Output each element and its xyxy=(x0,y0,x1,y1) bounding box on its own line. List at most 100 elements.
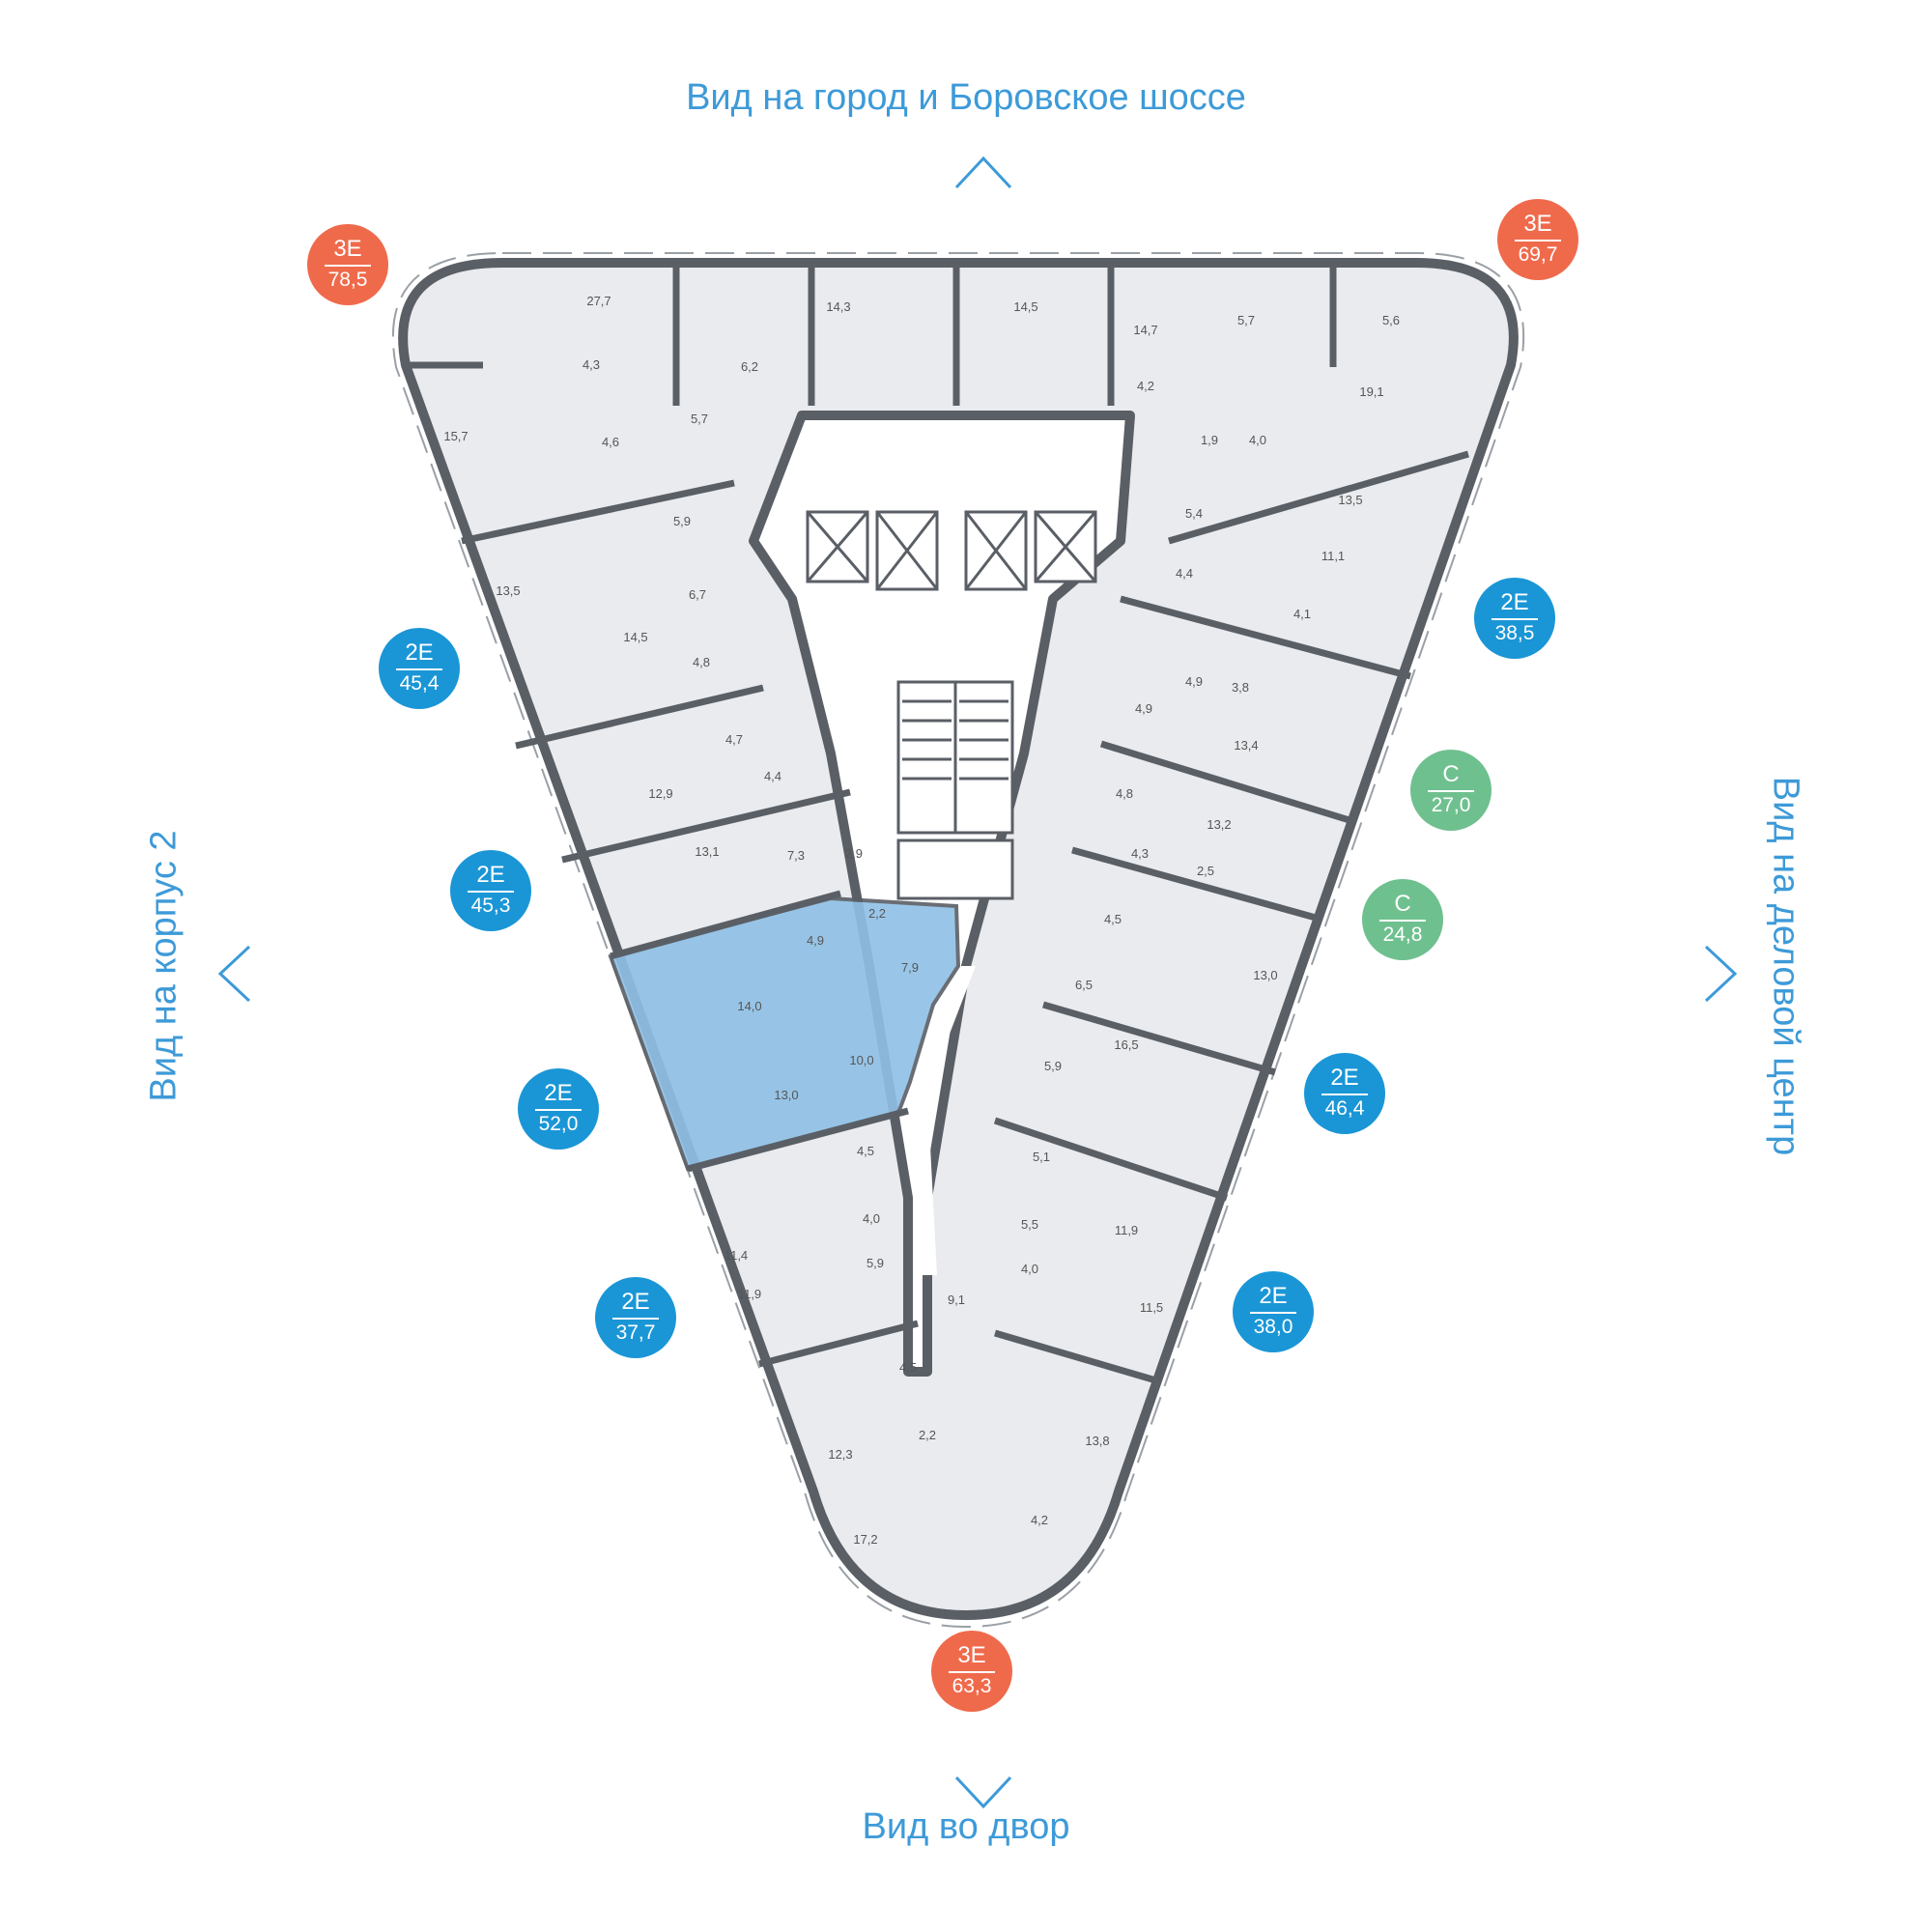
badge-divider xyxy=(468,891,514,893)
apartment-area: 52,0 xyxy=(538,1113,579,1135)
room-area: 4,4 xyxy=(1176,566,1193,581)
apartment-type: 2Е xyxy=(544,1080,573,1106)
apartment-badge[interactable]: 2Е 45,3 xyxy=(450,850,531,931)
apartment-area: 69,7 xyxy=(1518,243,1558,266)
room-area: 15,7 xyxy=(443,429,468,443)
badge-divider xyxy=(535,1109,582,1111)
room-area: 6,2 xyxy=(741,359,758,374)
chevron-down-icon[interactable] xyxy=(952,1774,1014,1812)
room-area: 5,9 xyxy=(867,1256,884,1270)
view-label-top: Вид на город и Боровское шоссе xyxy=(686,77,1246,118)
room-area: 2,2 xyxy=(919,1428,936,1442)
apartment-type: 2Е xyxy=(1259,1283,1288,1309)
room-area: 27,7 xyxy=(586,294,611,308)
room-area: 4,9 xyxy=(807,933,824,948)
room-area: 9,1 xyxy=(948,1293,965,1307)
room-area: 4,6 xyxy=(602,435,619,449)
room-area: 2,9 xyxy=(845,846,863,861)
room-area: 13,0 xyxy=(774,1088,798,1102)
apartment-type: 3Е xyxy=(333,236,362,262)
room-area: 4,5 xyxy=(1104,912,1122,926)
room-area: 6,5 xyxy=(1075,978,1093,992)
badge-divider xyxy=(325,265,371,267)
apartment-badge[interactable]: 3Е 78,5 xyxy=(307,224,388,305)
badge-divider xyxy=(612,1318,659,1320)
badge-divider xyxy=(1321,1094,1368,1095)
apartment-badge[interactable]: 2Е 38,0 xyxy=(1233,1271,1314,1352)
view-label-bottom: Вид во двор xyxy=(862,1806,1070,1847)
room-area: 12,9 xyxy=(648,786,672,801)
apartment-type: 2Е xyxy=(1500,589,1529,615)
apartment-badge[interactable]: 2Е 37,7 xyxy=(595,1277,676,1358)
apartment-type: С xyxy=(1394,891,1411,917)
room-area: 4,7 xyxy=(725,732,743,747)
room-area: 13,0 xyxy=(1253,968,1277,982)
apartment-badge[interactable]: С 24,8 xyxy=(1362,879,1443,960)
room-area: 4,5 xyxy=(857,1144,874,1158)
chevron-up-icon[interactable] xyxy=(952,153,1014,191)
apartment-area: 78,5 xyxy=(327,269,368,291)
room-area: 11,1 xyxy=(1321,549,1345,563)
window-strip xyxy=(391,252,1525,1629)
room-area: 4,5 xyxy=(899,1360,917,1375)
apartment-area: 45,4 xyxy=(399,672,440,695)
room-area: 7,3 xyxy=(787,848,805,863)
room-area: 13,5 xyxy=(1338,493,1362,507)
apartment-area: 63,3 xyxy=(952,1675,992,1697)
chevron-left-icon[interactable] xyxy=(214,943,253,1005)
room-area: 12,3 xyxy=(828,1447,852,1462)
corridor-south xyxy=(908,966,976,1275)
apartment-badge[interactable]: 2Е 45,4 xyxy=(379,628,460,709)
room-area: 4,0 xyxy=(1021,1262,1038,1276)
room-area: 4,8 xyxy=(693,655,710,669)
room-area: 5,9 xyxy=(1044,1059,1062,1073)
badge-divider xyxy=(1515,240,1561,242)
room-area: 2,2 xyxy=(868,906,886,921)
badge-divider xyxy=(1250,1312,1296,1314)
apartment-area: 38,5 xyxy=(1494,622,1535,644)
room-area: 4,0 xyxy=(863,1211,880,1226)
room-area: 14,7 xyxy=(1133,323,1157,337)
badge-divider xyxy=(1492,618,1538,620)
room-area: 4,3 xyxy=(1131,846,1149,861)
room-area: 13,5 xyxy=(496,583,520,598)
room-area: 4,0 xyxy=(1249,433,1266,447)
room-labels: 27,7 14,3 14,5 14,7 5,7 5,6 4,3 6,2 4,2 … xyxy=(443,294,1400,1547)
apartment-badge[interactable]: С 27,0 xyxy=(1410,750,1492,831)
badge-divider xyxy=(1379,920,1426,922)
room-area: 14,0 xyxy=(737,999,761,1013)
apartment-badge-selected[interactable]: 2Е 52,0 xyxy=(518,1068,599,1150)
apartment-area: 24,8 xyxy=(1382,923,1423,946)
room-area: 5,5 xyxy=(1021,1217,1038,1232)
room-area: 19,1 xyxy=(1359,384,1383,399)
room-area: 11,5 xyxy=(1140,1300,1163,1315)
room-area: 13,4 xyxy=(1234,738,1258,753)
apartment-type: 2Е xyxy=(621,1289,650,1315)
room-area: 4,4 xyxy=(764,769,781,783)
room-area: 5,4 xyxy=(1185,506,1203,521)
room-area: 5,7 xyxy=(1237,313,1255,327)
room-area: 13,8 xyxy=(1085,1434,1109,1448)
room-area: 7,9 xyxy=(901,960,919,975)
room-area: 5,6 xyxy=(1382,313,1400,327)
chevron-right-icon[interactable] xyxy=(1702,943,1741,1005)
room-area: 14,5 xyxy=(1013,299,1037,314)
staircase xyxy=(896,680,1014,900)
room-area: 2,5 xyxy=(1197,864,1214,878)
room-area: 4,2 xyxy=(1137,379,1154,393)
apartment-type: 2Е xyxy=(405,639,434,666)
apartment-badge[interactable]: 3Е 63,3 xyxy=(931,1631,1012,1712)
apartment-badge[interactable]: 3Е 69,7 xyxy=(1497,199,1578,280)
apartment-type: 2Е xyxy=(1330,1065,1359,1091)
apartment-area: 38,0 xyxy=(1253,1316,1293,1338)
room-area: 14,5 xyxy=(623,630,647,644)
apartment-badge[interactable]: 2Е 46,4 xyxy=(1304,1053,1385,1134)
apartment-type: С xyxy=(1442,761,1460,787)
room-area: 6,7 xyxy=(689,587,706,602)
view-label-left: Вид на корпус 2 xyxy=(143,830,185,1102)
room-area: 4,3 xyxy=(582,357,600,372)
room-area: 3,8 xyxy=(1232,680,1249,695)
apartment-area: 45,3 xyxy=(470,895,511,917)
apartment-badge[interactable]: 2Е 38,5 xyxy=(1474,578,1555,659)
